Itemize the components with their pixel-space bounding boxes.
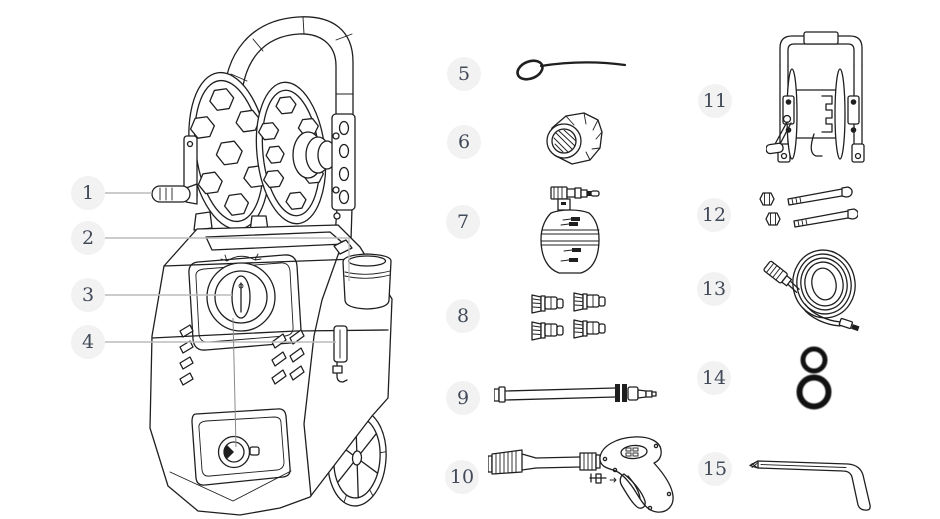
part-7-badge: 7 [446, 205, 480, 239]
l-shaped-wrench-icon [749, 460, 871, 511]
callout-1-badge: 1 [71, 176, 105, 210]
hose-adapter-nut-icon [546, 112, 603, 165]
o-rings-icon [796, 346, 832, 410]
hose-reel-assembly-icon [766, 31, 865, 163]
callout-2-badge: 2 [71, 221, 105, 255]
callout-3-badge: 3 [71, 278, 105, 312]
part-10-badge: 10 [445, 460, 479, 494]
callout-4-badge: 4 [71, 325, 105, 359]
part-12-badge: 12 [697, 198, 731, 232]
nozzle-cleaning-pin-icon [516, 59, 627, 81]
part-6-badge: 6 [447, 125, 481, 159]
high-pressure-hose-icon [763, 249, 860, 332]
part-8-badge: 8 [446, 299, 480, 333]
part-5-badge: 5 [447, 57, 481, 91]
spray-gun-icon [488, 436, 674, 513]
part-14-badge: 14 [697, 361, 731, 395]
bolts-and-nuts-icon [759, 186, 858, 228]
part-9-badge: 9 [446, 381, 480, 415]
part-11-badge: 11 [698, 84, 732, 118]
quick-connect-nozzle-tips-icon [531, 292, 606, 341]
pressure-washer-illustration [105, 16, 393, 516]
part-13-badge: 13 [697, 272, 731, 306]
part-15-badge: 15 [698, 452, 732, 486]
extension-wand-icon [494, 384, 657, 403]
foam-cannon-bottle-icon [540, 186, 600, 274]
